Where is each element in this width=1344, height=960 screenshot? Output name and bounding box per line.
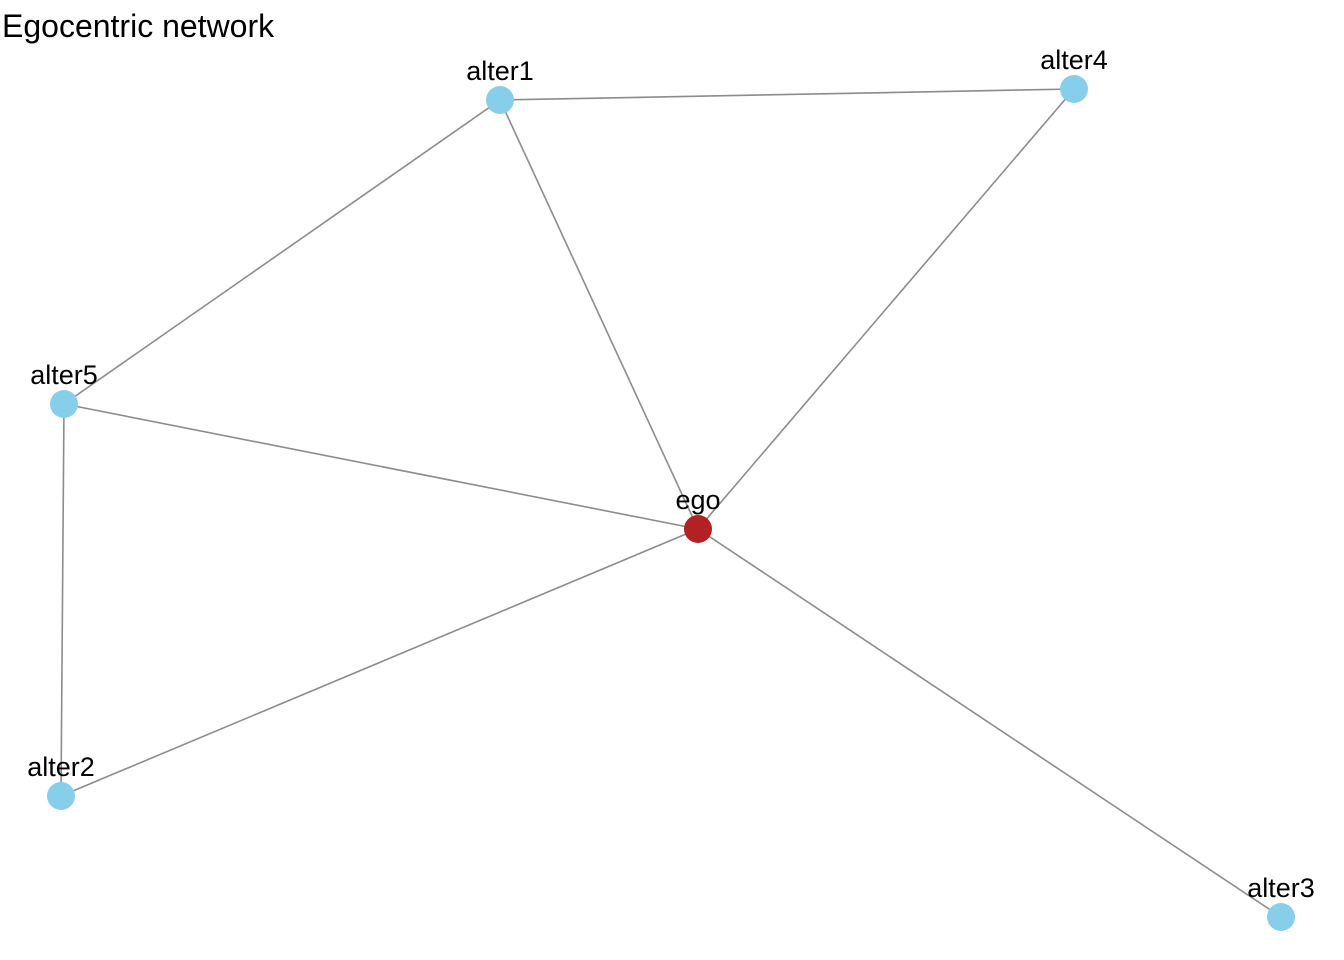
node-label-alter3: alter3 — [1247, 873, 1315, 903]
node-alter3[interactable] — [1267, 903, 1295, 931]
node-alter4[interactable] — [1060, 75, 1088, 103]
diagram-title: Egocentric network — [2, 8, 275, 44]
labels-layer: ego alter1 alter2 alter3 alter4 alter5 — [27, 45, 1315, 903]
edge-alter1-ego — [499, 99, 699, 530]
edge-alter2-ego — [60, 528, 699, 797]
edge-ego-alter3 — [697, 528, 1282, 918]
edge-alter1-alter5 — [63, 99, 501, 405]
node-alter5[interactable] — [50, 390, 78, 418]
edge-alter1-alter4 — [499, 88, 1075, 101]
node-ego[interactable] — [684, 515, 712, 543]
node-label-alter4: alter4 — [1040, 45, 1108, 75]
edge-alter5-alter2 — [60, 403, 65, 797]
node-label-alter5: alter5 — [30, 360, 98, 390]
edges-layer — [60, 88, 1282, 918]
node-label-alter2: alter2 — [27, 752, 95, 782]
node-alter2[interactable] — [47, 782, 75, 810]
node-alter1[interactable] — [486, 86, 514, 114]
edge-alter5-ego — [63, 403, 699, 530]
node-label-ego: ego — [675, 485, 720, 515]
edge-alter4-ego — [697, 88, 1075, 530]
nodes-layer — [47, 75, 1295, 931]
node-label-alter1: alter1 — [466, 56, 534, 86]
